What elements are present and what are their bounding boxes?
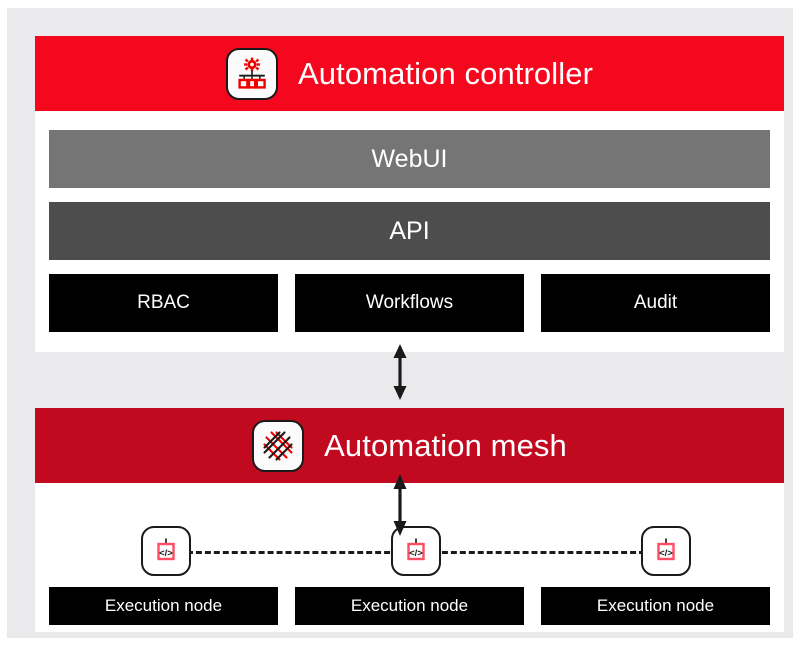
automation-controller-header: Automation controller	[35, 36, 784, 111]
automation-mesh-title: Automation mesh	[324, 427, 567, 463]
controller-to-mesh-arrow	[392, 344, 408, 405]
execution-node-box-2: Execution node	[295, 587, 524, 625]
automation-controller-panel: Automation controller WebUI API RBAC Wor…	[35, 36, 784, 352]
execution-node-icon-3: </>	[641, 526, 691, 576]
execution-node-row: Execution node Execution node Execution …	[49, 587, 770, 625]
feature-box-audit: Audit	[541, 274, 770, 332]
feature-box-workflows: Workflows	[295, 274, 524, 332]
execution-node-label-3: Execution node	[596, 596, 715, 615]
svg-text:</>: </>	[659, 548, 673, 559]
mesh-body: </> </> </> Execution node	[35, 483, 784, 632]
api-label: API	[389, 216, 430, 245]
mesh-to-execution-node-arrow	[392, 474, 408, 541]
automation-mesh-header: Automation mesh	[35, 408, 784, 483]
execution-node-label-2: Execution node	[350, 596, 469, 615]
svg-text:</>: </>	[159, 548, 173, 559]
diagram-canvas: Automation controller WebUI API RBAC Wor…	[7, 8, 793, 638]
automation-mesh-panel: Automation mesh </> </>	[35, 408, 784, 632]
feature-label-rbac: RBAC	[137, 292, 190, 313]
controller-feature-row: RBAC Workflows Audit	[49, 274, 770, 332]
feature-label-workflows: Workflows	[365, 292, 454, 313]
mesh-link-right	[424, 551, 654, 554]
automation-controller-title: Automation controller	[297, 55, 594, 91]
webui-bar: WebUI	[49, 130, 770, 188]
feature-box-rbac: RBAC	[49, 274, 278, 332]
execution-node-icon-1: </>	[141, 526, 191, 576]
execution-node-label-1: Execution node	[104, 596, 223, 615]
api-bar: API	[49, 202, 770, 260]
webui-label: WebUI	[371, 144, 448, 173]
execution-node-box-3: Execution node	[541, 587, 770, 625]
automation-controller-icon	[225, 47, 278, 100]
feature-label-audit: Audit	[633, 292, 678, 313]
svg-text:</>: </>	[409, 548, 423, 559]
mesh-link-left	[178, 551, 408, 554]
execution-node-box-1: Execution node	[49, 587, 278, 625]
automation-mesh-icon	[252, 419, 305, 472]
